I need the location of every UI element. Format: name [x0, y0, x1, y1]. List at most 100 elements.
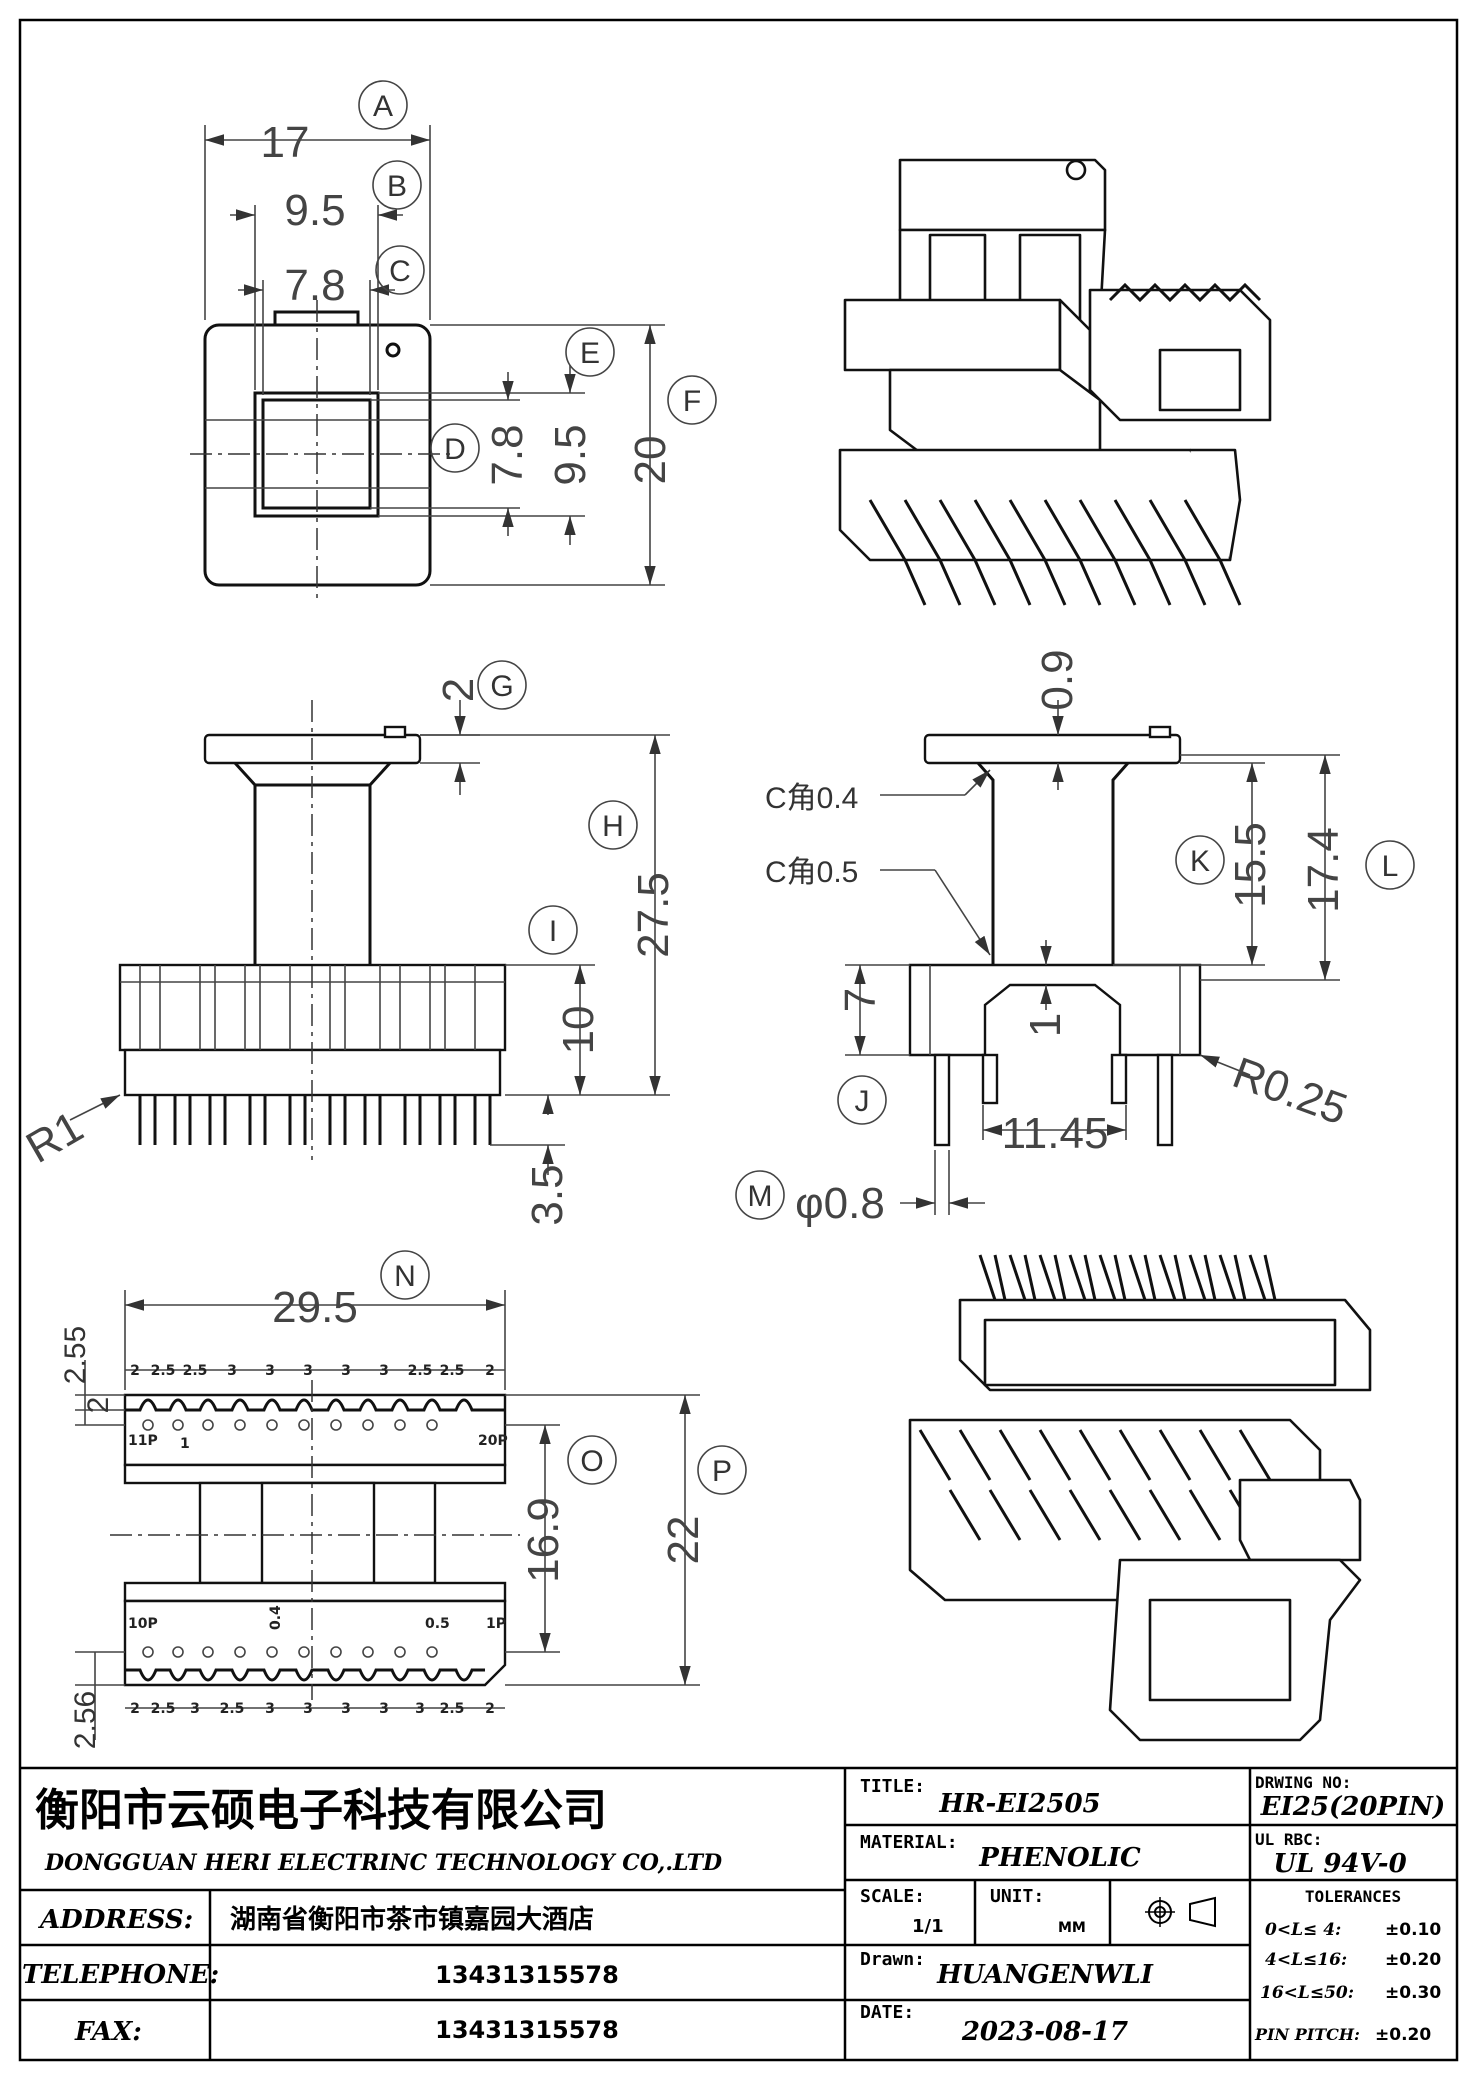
dim-pin-length: 3.5 — [523, 1164, 572, 1225]
fax-value: 13431315578 — [435, 2016, 619, 2044]
top-pitch-label: 2.5 — [151, 1363, 176, 1379]
bottom-view-top-holes — [142, 1419, 438, 1431]
bottom-pitch-label: 2.5 — [440, 1701, 465, 1717]
telephone-label: TELEPHONE: — [22, 1960, 219, 1990]
drawing-no-value: EI25(20PIN) — [1260, 1792, 1445, 1822]
isometric-view-top — [838, 158, 1272, 606]
dim-c: 7.8 — [284, 261, 345, 310]
dim-l: 17.4 — [1299, 827, 1348, 913]
drawing-no-label: DRWING NO: — [1255, 1773, 1351, 1792]
tolerances-label: TOLERANCES — [1305, 1887, 1401, 1906]
title-label: TITLE: — [860, 1776, 925, 1797]
title-value: HR-EI2505 — [938, 1789, 1100, 1819]
callout-i: I — [549, 915, 557, 948]
pin-label-11p: 11P — [128, 1433, 158, 1449]
top-pitch-label: 2.5 — [183, 1363, 208, 1379]
tolerance-range: 16<L≤50: — [1260, 1983, 1354, 2003]
material-label: MATERIAL: — [860, 1832, 958, 1853]
dim-n: 29.5 — [272, 1283, 358, 1332]
top-pitch-label: 3 — [341, 1363, 351, 1379]
dim-e: 9.5 — [546, 424, 595, 485]
side-view: 0.9 15.5 17.4 7 1 11.45 φ0.8 R0.25 C角0.4 — [735, 649, 1415, 1228]
pin-pitch-label: PIN PITCH: — [1254, 2025, 1360, 2044]
callout-k: K — [1190, 845, 1210, 878]
dim-2: 2 — [82, 1397, 115, 1414]
bottom-pitch-label: 3 — [303, 1701, 313, 1717]
pin-label-1-top: 1 — [180, 1436, 190, 1452]
fax-label: FAX: — [74, 2017, 142, 2047]
bottom-pitch-label: 3 — [341, 1701, 351, 1717]
unit-label: UNIT: — [990, 1886, 1044, 1907]
projection-symbol-icon — [1145, 1896, 1216, 1928]
dim-o: 16.9 — [519, 1497, 568, 1583]
callout-e: E — [580, 337, 600, 370]
dim-r1: R1 — [18, 1102, 91, 1173]
callout-p: P — [712, 1455, 732, 1488]
bottom-pitch-row: 2 2.5 3 2.5 3 3 3 3 3 2.5 2 — [125, 1701, 505, 1717]
dim-small-04: 0.4 — [268, 1605, 284, 1630]
bottom-pitch-label: 3 — [415, 1701, 425, 1717]
callout-o: O — [580, 1445, 603, 1478]
dim-k: 15.5 — [1226, 822, 1275, 908]
bottom-pitch-label: 3 — [265, 1701, 275, 1717]
top-pitch-label: 3 — [227, 1363, 237, 1379]
drawn-label: Drawn: — [860, 1949, 925, 1970]
unit-value: MM — [1058, 1920, 1086, 1936]
bottom-view-bottom-holes — [142, 1646, 438, 1658]
callout-h: H — [602, 810, 624, 843]
ul-label: UL RBC: — [1255, 1830, 1322, 1849]
dim-side-top: 0.9 — [1033, 649, 1082, 710]
scale-value: 1/1 — [912, 1916, 944, 1937]
address-value: 湖南省衡阳市茶市镇嘉园大酒店 — [230, 1904, 594, 1935]
dim-255: 2.55 — [59, 1326, 92, 1384]
pin-label-1p: 1P — [486, 1616, 506, 1632]
telephone-value: 13431315578 — [435, 1961, 619, 1989]
dim-256: 2.56 — [69, 1691, 102, 1749]
date-label: DATE: — [860, 2002, 914, 2023]
callout-g: G — [490, 670, 513, 703]
dim-j: 7 — [836, 988, 885, 1012]
drawing-border — [18, 18, 1459, 2062]
top-pitch-label: 2 — [130, 1363, 140, 1379]
callout-m: M — [748, 1180, 773, 1213]
callout-d: D — [444, 433, 466, 466]
pin-label-20p: 20P — [478, 1433, 508, 1449]
callout-b: B — [387, 170, 407, 203]
tolerance-value: ±0.30 — [1385, 1983, 1441, 2003]
bottom-pitch-label: 2.5 — [220, 1701, 245, 1717]
date-value: 2023-08-17 — [961, 2017, 1128, 2047]
pin-pitch-value: ±0.20 — [1375, 2025, 1431, 2045]
dim-d: 7.8 — [483, 424, 532, 485]
front-view: 2 27.5 10 3.5 R1 G H I — [18, 660, 678, 1226]
dim-small-05: 0.5 — [425, 1616, 450, 1632]
tolerance-range: 4<L≤16: — [1265, 1950, 1347, 1970]
dim-i: 10 — [554, 1006, 603, 1055]
dim-m: φ0.8 — [795, 1179, 885, 1228]
tolerance-value: ±0.10 — [1385, 1920, 1441, 1940]
ul-value: UL 94V-0 — [1273, 1849, 1406, 1879]
chamfer-05: C角0.5 — [765, 856, 858, 889]
top-pitch-label: 2 — [485, 1363, 495, 1379]
bottom-pitch-label: 2.5 — [151, 1701, 176, 1717]
material-value: PHENOLIC — [978, 1843, 1141, 1873]
dim-g: 2 — [434, 678, 483, 702]
bottom-pitch-label: 3 — [190, 1701, 200, 1717]
bottom-pitch-label: 2 — [485, 1701, 495, 1717]
front-view-pins — [138, 1095, 492, 1145]
top-pitch-row: 2 2.5 2.5 3 3 3 3 3 2.5 2.5 2 — [125, 1363, 505, 1379]
dim-span: 11.45 — [1002, 1109, 1109, 1158]
callout-n: N — [394, 1260, 416, 1293]
callout-j: J — [855, 1085, 870, 1118]
iso-pins-bottom — [978, 1254, 1277, 1301]
address-label: ADDRESS: — [37, 1905, 193, 1935]
isometric-view-bottom — [908, 1254, 1372, 1742]
dim-step: 1 — [1021, 1013, 1070, 1037]
title-block: 衡阳市云硕电子科技有限公司 DONGGUAN HERI ELECTRINC TE… — [20, 1766, 1457, 2060]
scale-label: SCALE: — [860, 1886, 925, 1907]
bottom-view: 2 2.5 2.5 3 3 3 3 3 2.5 2.5 2 2 2.5 3 2.… — [59, 1250, 747, 1749]
dim-p: 22 — [659, 1516, 708, 1565]
top-pitch-label: 3 — [303, 1363, 313, 1379]
drawn-value: HUANGENWLI — [936, 1960, 1154, 1990]
tolerance-value: ±0.20 — [1385, 1950, 1441, 1970]
